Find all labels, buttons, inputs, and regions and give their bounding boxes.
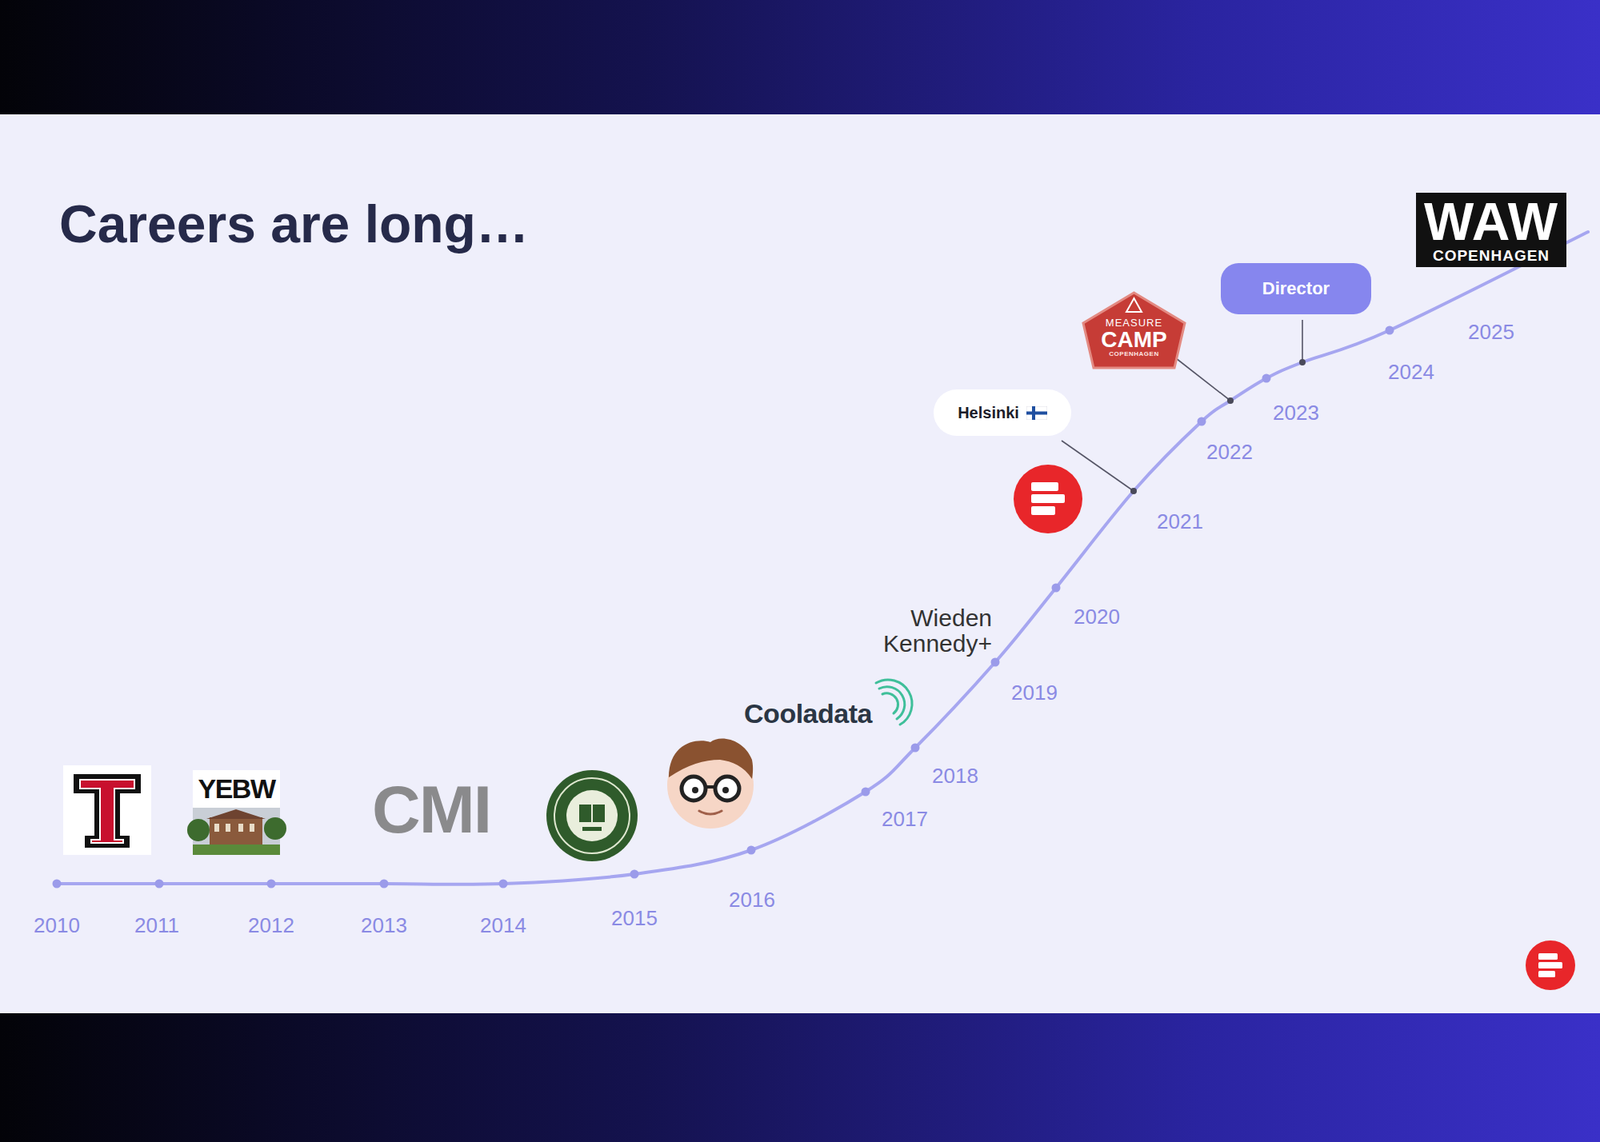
year-label: 2019 <box>1011 681 1058 706</box>
year-dot <box>52 880 62 889</box>
slide-title: Careers are long… <box>59 197 529 251</box>
year-label: 2023 <box>1272 401 1320 426</box>
building-photo <box>187 770 287 856</box>
node-text: YEBW <box>198 772 276 806</box>
marker-dot <box>1227 397 1234 404</box>
conference-logo: WAWCOPENHAGEN <box>1416 192 1567 268</box>
year-label: 2020 <box>1073 605 1120 630</box>
node-text: WAW <box>1424 195 1559 248</box>
year-label: 2013 <box>360 914 408 939</box>
year-dot <box>1385 326 1395 336</box>
career-curve <box>56 232 1588 885</box>
year-label: 2018 <box>932 764 979 789</box>
node-text: MEASURE <box>1105 317 1163 329</box>
logo-arcs <box>876 680 912 725</box>
corner-icon <box>1525 940 1576 991</box>
company-logo-text: Wieden Kennedy+ <box>872 605 992 656</box>
marker-dot <box>1130 488 1137 495</box>
year-label: 2021 <box>1156 510 1204 535</box>
company-logo-text: CMI <box>372 771 491 849</box>
bottom-band <box>0 1013 1600 1142</box>
node-text: Helsinki <box>957 404 1020 423</box>
year-label: 2025 <box>1468 320 1515 345</box>
flag-cross-h <box>1026 411 1048 415</box>
year-label: 2024 <box>1388 360 1435 385</box>
node-text: Director <box>1262 278 1330 299</box>
role-pill: Director <box>1220 263 1372 315</box>
company-logo-box: YEBW <box>192 770 280 856</box>
flag-ground <box>1026 406 1048 420</box>
year-dot <box>1052 584 1061 593</box>
year-label: 2014 <box>480 914 527 939</box>
node-text: COPENHAGEN <box>1432 248 1550 265</box>
year-dot <box>1262 374 1272 384</box>
year-dots <box>52 326 1395 889</box>
year-dot <box>267 880 276 889</box>
year-label: 2022 <box>1206 440 1253 465</box>
year-label: 2015 <box>611 907 658 932</box>
year-dot <box>991 658 1000 668</box>
year-dot <box>155 880 164 889</box>
year-label: 2012 <box>248 914 295 939</box>
year-label: 2011 <box>134 914 180 939</box>
node-text: CAMP <box>1100 328 1167 352</box>
finland-flag <box>1026 406 1048 420</box>
company-icon <box>1013 464 1083 534</box>
university-logo <box>63 765 152 856</box>
marker-dot <box>1299 359 1306 366</box>
year-label: 2016 <box>728 888 776 913</box>
university-seal <box>546 770 638 862</box>
year-dot <box>1197 417 1207 427</box>
year-dot <box>499 880 508 889</box>
event-logo: MEASURECAMPCOPENHAGEN <box>1081 291 1187 370</box>
year-dot <box>861 788 871 797</box>
year-dot <box>380 880 389 889</box>
pentagon-outline <box>1083 292 1185 368</box>
node-text: COPENHAGEN <box>1108 351 1159 359</box>
year-dot <box>630 870 640 880</box>
year-dot <box>747 846 756 856</box>
company-logo-text: Cooladata <box>744 698 872 730</box>
year-dot <box>911 744 920 753</box>
avatar-face <box>667 738 754 829</box>
year-label: 2017 <box>881 808 928 832</box>
top-band <box>0 0 1600 115</box>
tent-symbol <box>1126 298 1142 312</box>
year-label: 2010 <box>33 914 80 939</box>
location-pill: Helsinki <box>933 389 1072 436</box>
flag-cross-v <box>1032 406 1036 420</box>
